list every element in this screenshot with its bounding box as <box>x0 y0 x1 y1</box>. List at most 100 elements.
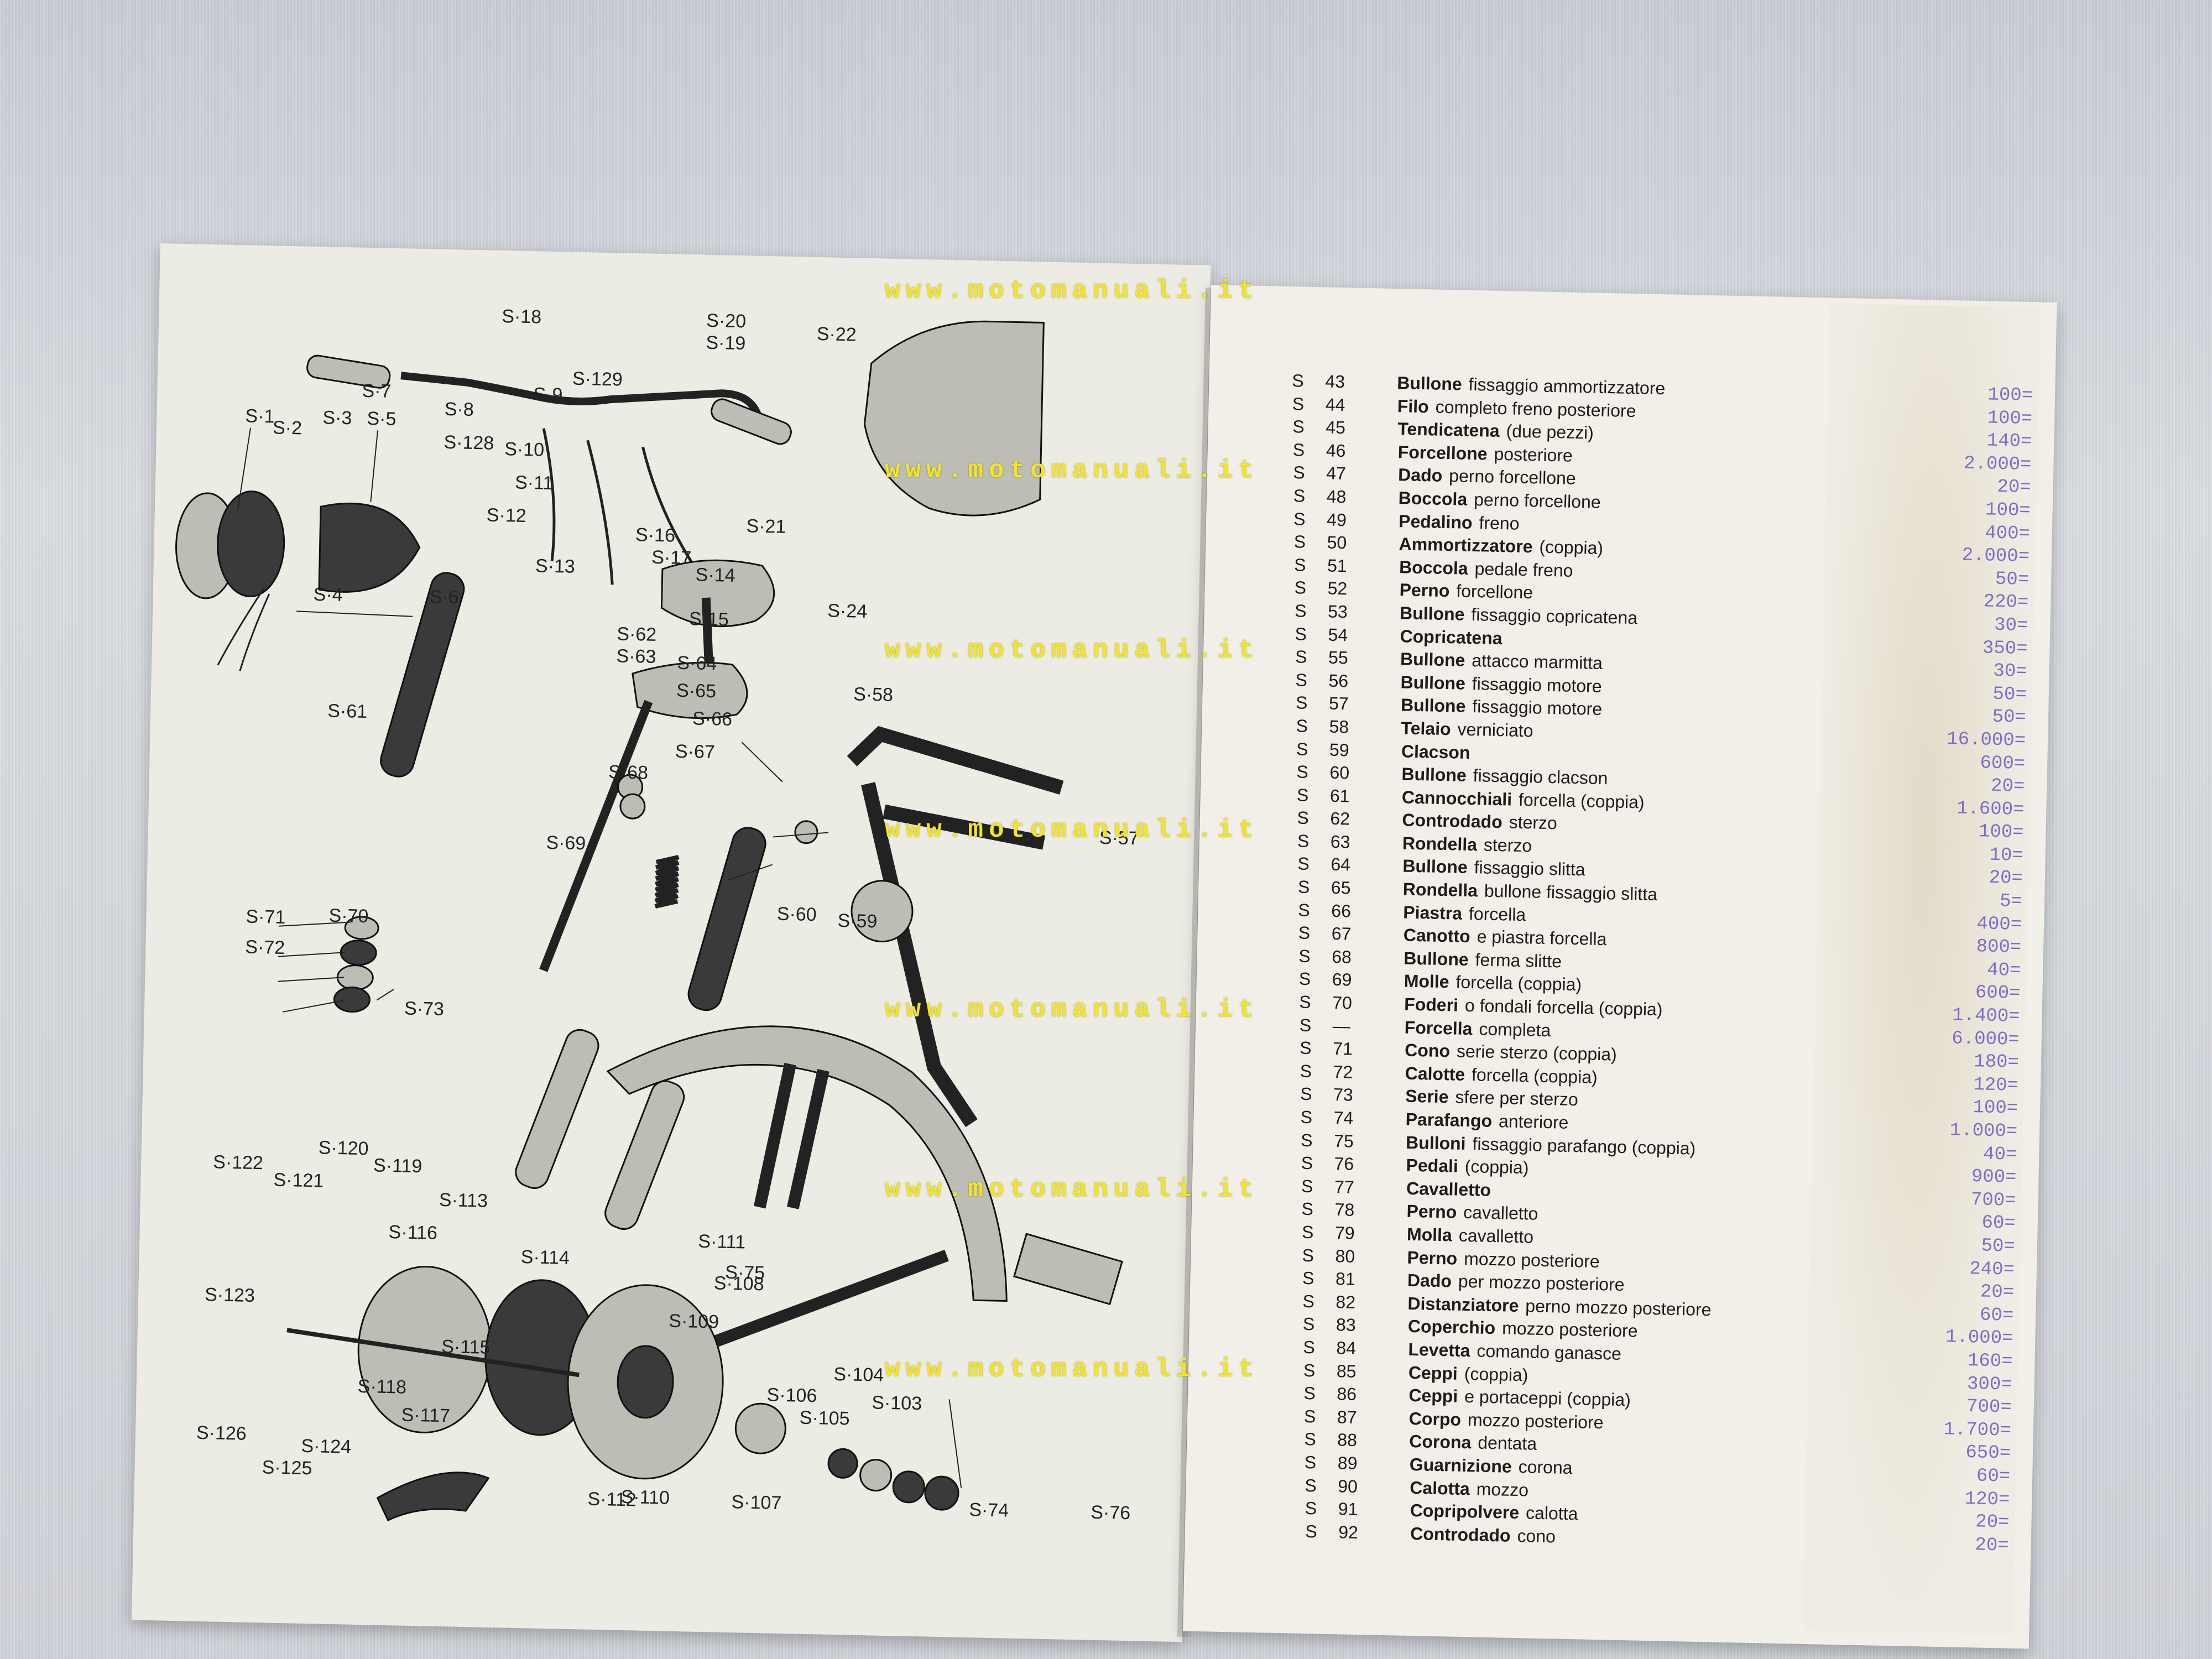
part-prefix: S <box>1295 623 1307 644</box>
diagram-callout-label: S·114 <box>520 1246 570 1269</box>
part-number: 44 <box>1325 394 1345 415</box>
part-name: Cavalletto <box>1406 1178 1491 1200</box>
part-price: 400= <box>1984 522 2031 545</box>
part-number: 65 <box>1331 877 1351 898</box>
headlamp-drawing <box>175 491 421 671</box>
diagram-callout-label: S·71 <box>246 906 286 928</box>
part-prefix: S <box>1305 1521 1318 1542</box>
part-description: calotta <box>1525 1503 1578 1524</box>
part-number: 67 <box>1331 924 1352 944</box>
part-price: 10= <box>1989 844 2024 867</box>
diagram-callout-label: S·74 <box>969 1499 1009 1521</box>
diagram-callout-label: S·4 <box>313 584 343 606</box>
part-price: 1.400= <box>1952 1005 2020 1027</box>
part-price: 20= <box>1997 477 2032 499</box>
diagram-callout-label: S·6 <box>429 586 459 608</box>
part-description: fissaggio slitta <box>1474 857 1586 880</box>
part-description: cavalletto <box>1463 1202 1538 1224</box>
diagram-callout-label: S·111 <box>698 1231 745 1253</box>
diagram-callout-label: S·15 <box>689 608 729 630</box>
part-prefix: S <box>1297 831 1310 851</box>
part-number: 89 <box>1337 1453 1358 1473</box>
watermark: www.motomanuali.it <box>885 276 1259 305</box>
diagram-callout-label: S·20 <box>706 310 747 332</box>
part-number: 87 <box>1337 1406 1357 1427</box>
part-prefix: S <box>1293 486 1306 506</box>
diagram-callout-label: S·1 <box>245 405 275 427</box>
part-number: 47 <box>1326 463 1347 484</box>
handgrip <box>306 354 391 389</box>
part-price: 100= <box>1985 499 2031 522</box>
diagram-callout-label: S·104 <box>833 1364 884 1386</box>
part-description: fissaggio copricatena <box>1471 604 1638 628</box>
diagram-callout-label: S·3 <box>322 407 352 429</box>
diagram-callout-label: S·66 <box>692 708 733 729</box>
diagram-callout-label: S·128 <box>444 432 494 454</box>
part-price: 6.000= <box>1951 1027 2020 1051</box>
part-price: 16.000= <box>1946 728 2026 752</box>
brake-lever <box>376 1472 490 1522</box>
diagram-callout-label: S·59 <box>837 910 878 932</box>
part-prefix: S <box>1305 1498 1317 1519</box>
diagram-callout-label: S·58 <box>853 684 894 705</box>
diagram-callout-label: S·109 <box>669 1311 719 1333</box>
part-description: mozzo posteriore <box>1467 1409 1604 1433</box>
part-description: per mozzo posteriore <box>1458 1271 1625 1295</box>
part-description: comando ganasce <box>1477 1340 1622 1364</box>
part-prefix: S <box>1304 1429 1317 1449</box>
watermark: www.motomanuali.it <box>885 1355 1259 1384</box>
part-name: Tendicatena(due pezzi) <box>1397 419 1594 443</box>
part-number: 69 <box>1332 969 1352 990</box>
diagram-callout-label: S·5 <box>367 408 397 430</box>
part-prefix: S <box>1303 1383 1316 1404</box>
part-number: 43 <box>1325 371 1345 392</box>
part-number: 74 <box>1333 1107 1354 1128</box>
diagram-callout-label: S·61 <box>327 701 368 722</box>
part-number: 50 <box>1327 532 1347 553</box>
part-price: 60= <box>1976 1465 2011 1488</box>
part-price: 900= <box>1971 1166 2017 1189</box>
diagram-callout-label: S·12 <box>486 504 526 526</box>
part-price: 1.000= <box>1945 1327 2013 1350</box>
part-description: completa <box>1479 1019 1551 1040</box>
part-description: mozzo posteriore <box>1501 1318 1638 1341</box>
part-price: 700= <box>1966 1396 2012 1418</box>
part-description: cavalletto <box>1458 1225 1534 1247</box>
diagram-callout-label: S·123 <box>205 1284 255 1306</box>
diagram-callout-label: S·8 <box>444 399 474 420</box>
part-price: 1.000= <box>1949 1120 2018 1142</box>
diagram-callout-label: S·69 <box>546 832 586 854</box>
part-number: 80 <box>1335 1245 1355 1266</box>
part-price: 40= <box>1983 1144 2017 1166</box>
part-description: e portaceppi (coppia) <box>1464 1386 1631 1410</box>
part-number: 85 <box>1336 1360 1357 1381</box>
diagram-callout-label: S·18 <box>502 306 542 327</box>
diagram-callout-label: S·121 <box>273 1170 324 1192</box>
part-prefix: S <box>1303 1406 1316 1427</box>
diagram-callout-label: S·7 <box>362 380 392 402</box>
part-description: (coppia) <box>1539 536 1604 559</box>
diagram-callout-label: S·118 <box>357 1376 406 1398</box>
part-number: 57 <box>1328 693 1349 714</box>
part-price: 600= <box>1975 982 2021 1005</box>
fork-spring <box>654 854 680 909</box>
part-name: Ceppi(coppia) <box>1408 1362 1528 1385</box>
part-description: forcella (coppia) <box>1518 789 1645 812</box>
part-price: 120= <box>1973 1074 2019 1097</box>
part-number: 78 <box>1334 1199 1355 1220</box>
part-description: attacco marmitta <box>1472 650 1603 674</box>
part-price: 50= <box>1995 568 2030 591</box>
diagram-callout-label: S·65 <box>676 680 717 702</box>
watermark: www.motomanuali.it <box>885 456 1259 485</box>
part-number: 56 <box>1328 670 1349 691</box>
part-name: Pedali(coppia) <box>1406 1155 1529 1178</box>
